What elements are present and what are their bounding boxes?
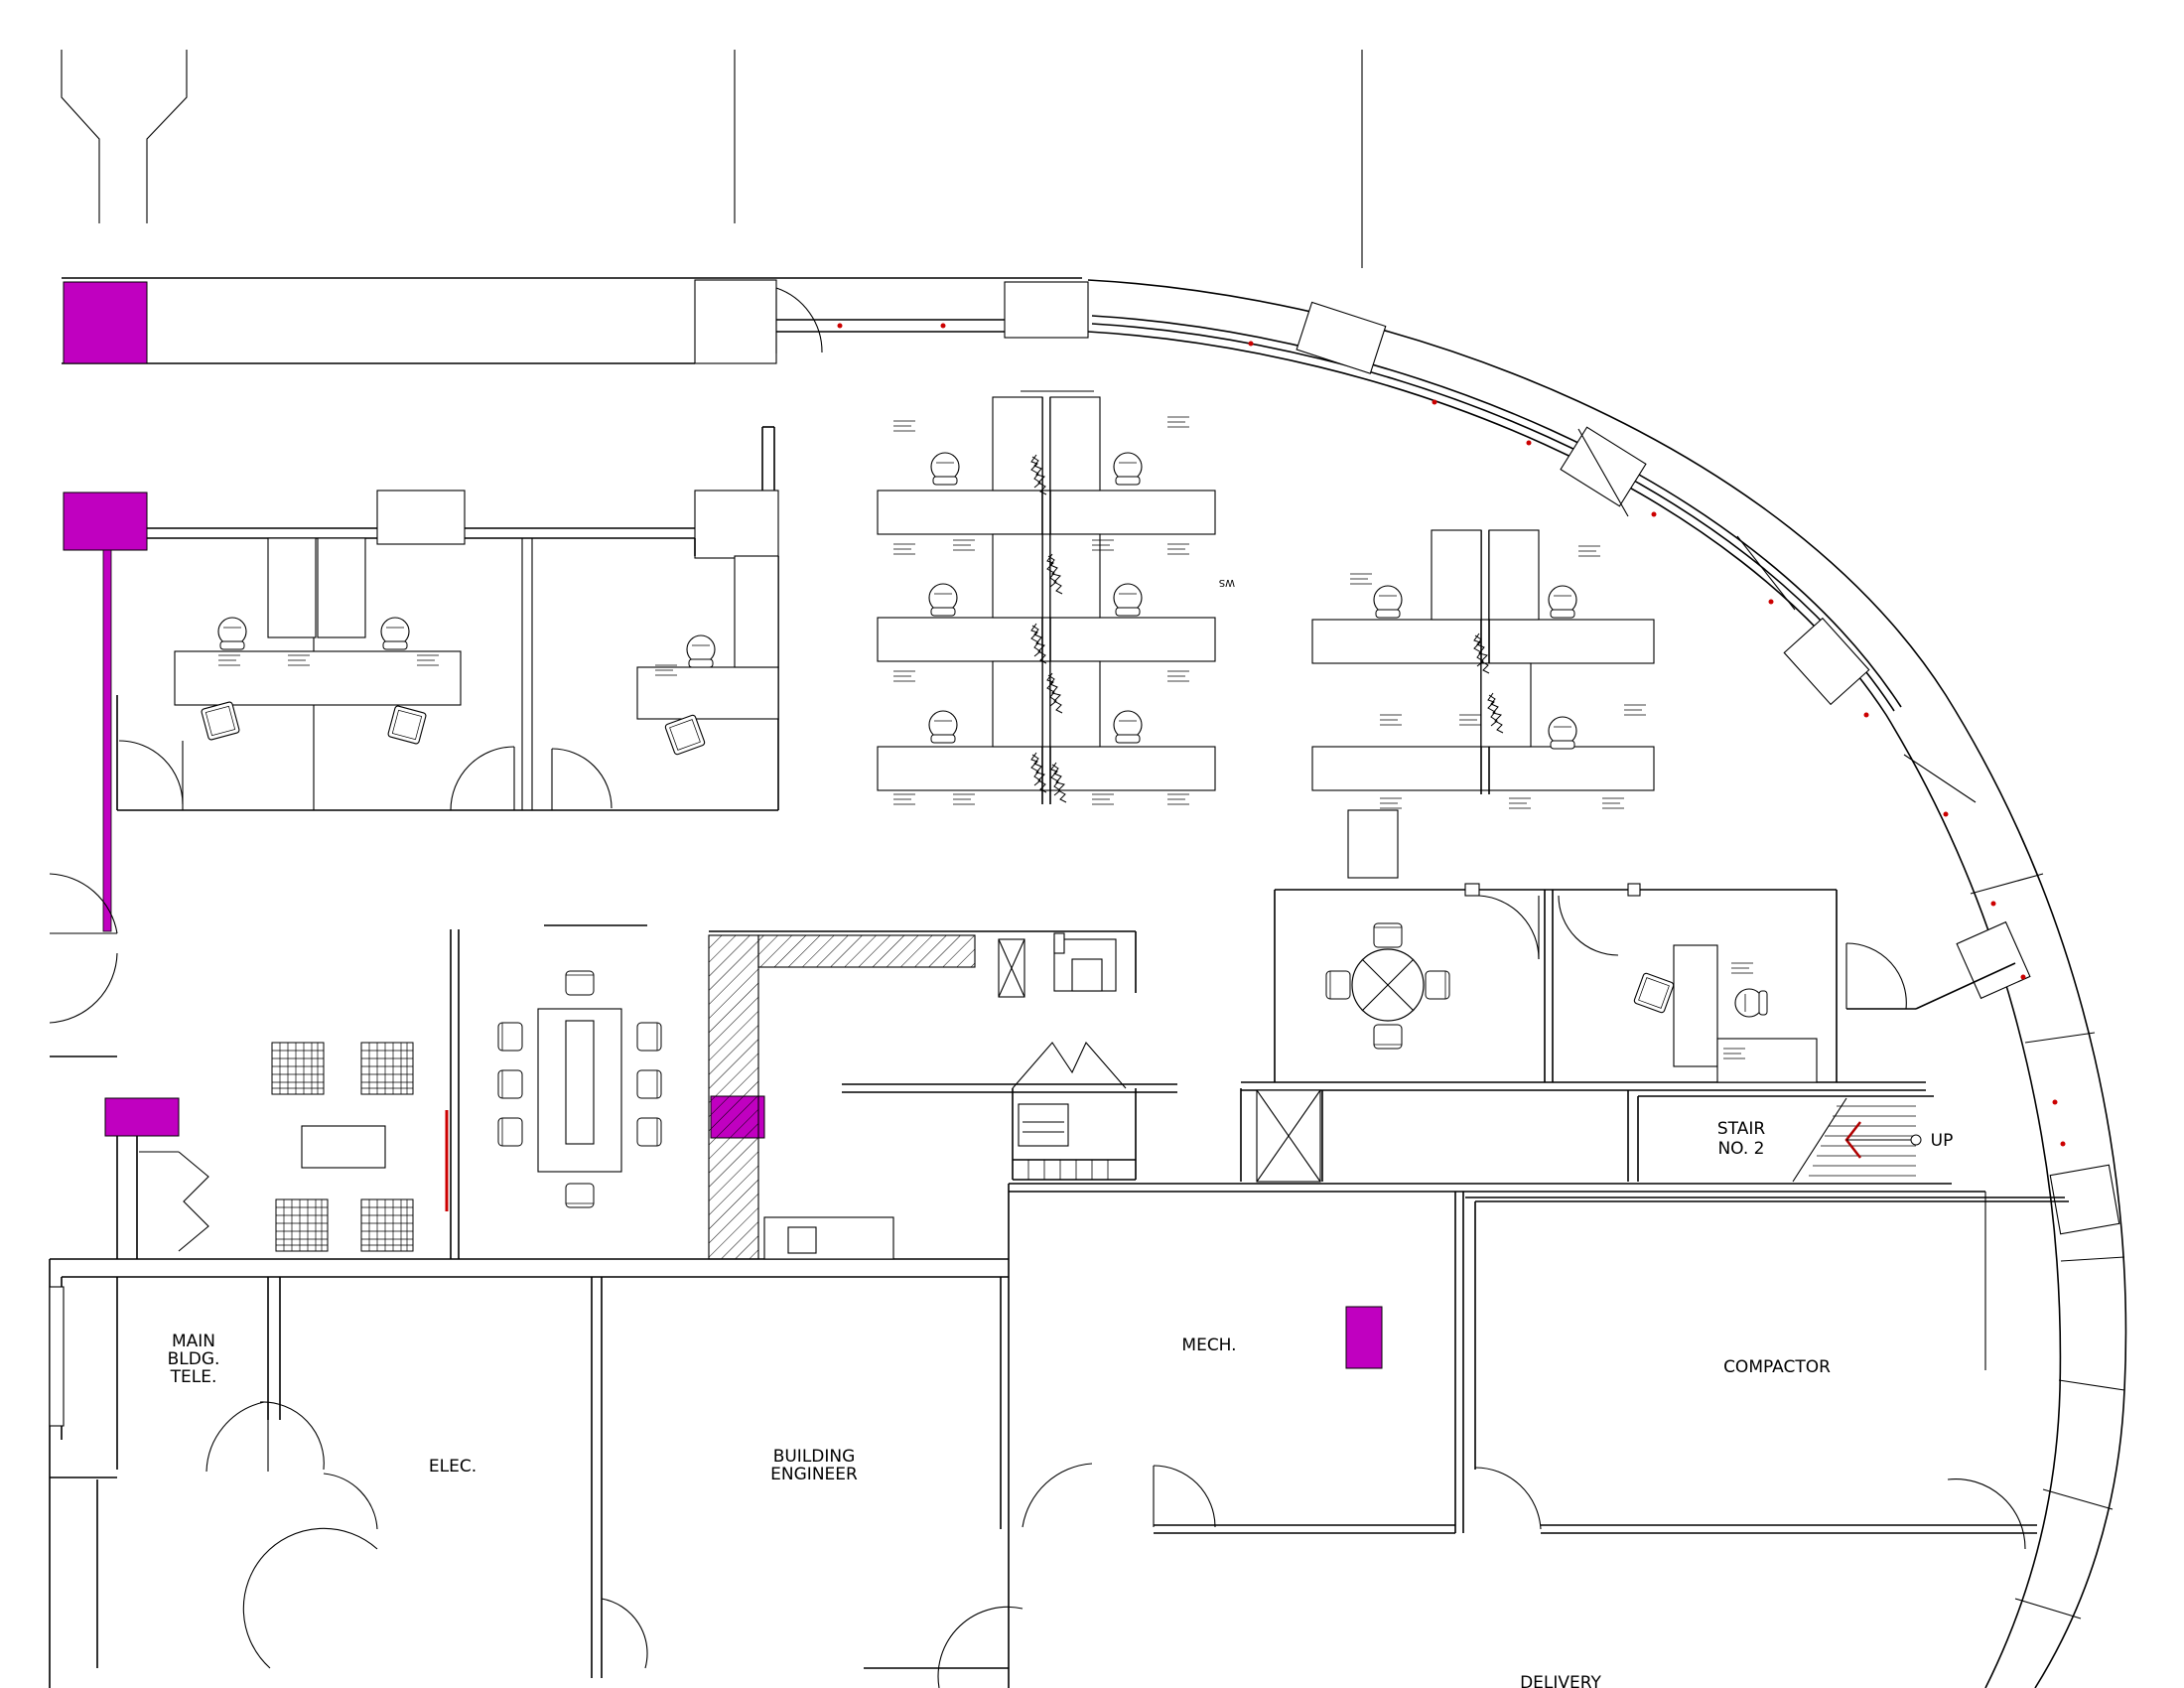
curved-exterior-wall [837, 279, 2127, 1688]
room-label-elec: ELEC. [429, 1457, 477, 1477]
right-offices [1241, 883, 2016, 1091]
left-offices [116, 490, 779, 811]
room-label-compactor: COMPACTOR [1723, 1357, 1831, 1377]
stair-arrow-icon [1627, 1090, 1934, 1183]
structural-column-icon [104, 1097, 180, 1137]
stair-up-label: UP [1931, 1131, 1954, 1151]
elevator-shaft-icon [1240, 1088, 1323, 1183]
top-exterior [61, 50, 1363, 268]
bottom-rooms [49, 1183, 2069, 1688]
structural-column-icon [1345, 1306, 1383, 1369]
workstation-cluster-icon [1311, 529, 1655, 809]
room-label-delivery: DELIVERY [1520, 1673, 1601, 1688]
workstation-cluster-icon [877, 390, 1216, 805]
structural-column-icon [63, 281, 148, 364]
room-label-stair-no: NO. 2 [1717, 1139, 1764, 1159]
room-label-mech: MECH. [1181, 1336, 1236, 1355]
room-label-bldg: BLDG. [168, 1349, 220, 1369]
ws-label: WS [1219, 577, 1235, 588]
top-corridor-wall [62, 277, 1089, 492]
room-labels: MAIN BLDG. TELE. ELEC. BUILDING ENGINEER… [168, 1119, 1954, 1688]
room-label-engineer: ENGINEER [770, 1465, 858, 1484]
lower-left-rooms [49, 873, 1177, 1260]
room-label-stair: STAIR [1717, 1119, 1765, 1139]
structural-column-icon [63, 492, 148, 551]
room-label-tele: TELE. [170, 1367, 217, 1387]
room-label-building: BUILDING [773, 1447, 856, 1467]
room-label-main: MAIN [172, 1332, 215, 1351]
